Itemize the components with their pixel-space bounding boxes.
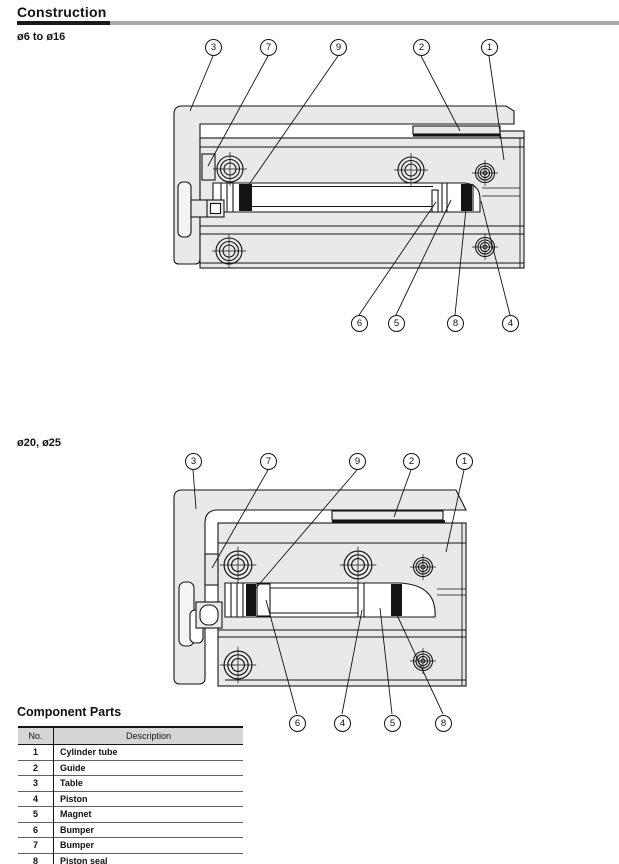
title-rule-light (110, 21, 619, 25)
callout-2: 2 (403, 453, 420, 470)
callout-5: 5 (384, 715, 401, 732)
table-part-shape (173, 489, 467, 685)
bore-range-label-large: ø20, ø25 (17, 437, 62, 449)
table-header-row: No. Description (18, 727, 243, 745)
part-no: 3 (18, 775, 54, 791)
piston-rod-cavity (212, 182, 481, 213)
part-description: Table (53, 775, 243, 791)
callout-4: 4 (334, 715, 351, 732)
callout-6: 6 (289, 715, 306, 732)
callout-8: 8 (447, 315, 464, 332)
column-header-description: Description (53, 727, 243, 745)
callout-3: 3 (205, 39, 222, 56)
bore-range-label-small: ø6 to ø16 (17, 31, 66, 43)
bumper-rear (201, 153, 216, 181)
diagram-o20-o25 (173, 469, 467, 715)
callout-7: 7 (260, 453, 277, 470)
piston-seal-shape (461, 184, 472, 211)
page-title: Construction (17, 4, 107, 20)
callout-8: 8 (435, 715, 452, 732)
callout-9: 9 (349, 453, 366, 470)
adjuster-knob (177, 181, 192, 238)
gasket-seal (239, 184, 252, 211)
callout-5: 5 (388, 315, 405, 332)
part-description: Bumper (53, 837, 243, 853)
part-no: 8 (18, 852, 54, 864)
diagram-o6-o16 (173, 55, 525, 316)
table-row: 1 Cylinder tube (18, 744, 243, 760)
part-description: Bumper (53, 821, 243, 838)
callout-2: 2 (413, 39, 430, 56)
part-description: Piston (53, 790, 243, 807)
callout-9: 9 (330, 39, 347, 56)
leader-lines (189, 55, 511, 316)
part-no: 6 (18, 821, 54, 838)
callout-1: 1 (481, 39, 498, 56)
gasket-seal (246, 584, 256, 616)
piston-rod-cavity (224, 582, 436, 618)
guide-part-shape (331, 510, 444, 521)
column-header-no: No. (18, 727, 54, 745)
part-description: Cylinder tube (53, 744, 243, 760)
callout-6: 6 (351, 315, 368, 332)
part-no: 1 (32, 747, 38, 758)
component-parts-title: Component Parts (17, 705, 122, 719)
leader-lines (192, 469, 465, 715)
part-description: Guide (53, 759, 243, 776)
callout-4: 4 (502, 315, 519, 332)
part-description: Magnet (53, 806, 243, 822)
part-no: 4 (18, 790, 54, 807)
bumper-front (256, 583, 271, 617)
callout-3: 3 (185, 453, 202, 470)
bumper-rear (204, 553, 219, 586)
callout-1: 1 (456, 453, 473, 470)
guide-part-shape (412, 125, 501, 135)
part-no: 2 (18, 759, 54, 776)
title-rule-dark (17, 21, 110, 25)
callout-7: 7 (260, 39, 277, 56)
piston-seal-shape (391, 584, 402, 616)
bumper-front (431, 189, 439, 213)
part-no: 5 (18, 806, 54, 822)
part-no: 7 (18, 837, 54, 853)
part-description: Piston seal (53, 852, 243, 864)
